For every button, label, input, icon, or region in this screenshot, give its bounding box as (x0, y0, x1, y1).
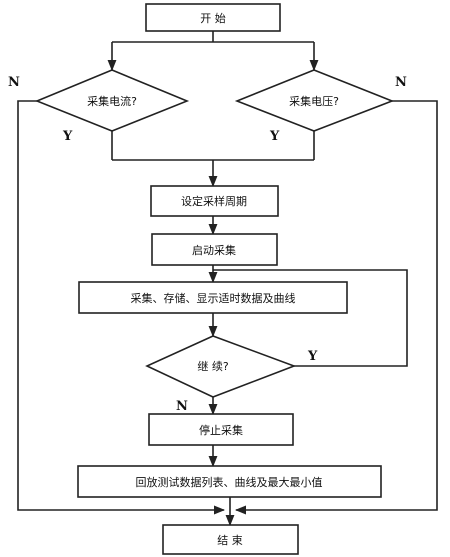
node-start: 开 始 (145, 3, 281, 32)
node-decision-current: 采集电流? (34, 69, 190, 132)
current-no-label: N (8, 75, 20, 90)
edge-voltage-no (234, 100, 438, 515)
set-period-label: 设定采样周期 (181, 194, 247, 208)
current-yes-label: Y (62, 129, 73, 144)
node-set-period: 设定采样周期 (150, 185, 279, 217)
decision-current-label: 采集电流? (87, 94, 137, 108)
playback-label: 回放测试数据列表、曲线及最大最小值 (136, 475, 323, 489)
node-decision-continue: 继 续? (145, 335, 297, 398)
voltage-yes-label: Y (269, 129, 280, 144)
flow-edges (17, 31, 438, 527)
continue-yes-label: Y (307, 349, 318, 364)
end-label: 结 束 (217, 534, 243, 547)
node-collect-store-display: 采集、存储、显示适时数据及曲线 (78, 281, 348, 314)
edge-current-no (17, 100, 226, 515)
stop-sampling-label: 停止采集 (199, 423, 243, 437)
collect-store-display-label: 采集、存储、显示适时数据及曲线 (131, 291, 296, 305)
decision-voltage-label: 采集电压? (289, 94, 339, 108)
node-start-sampling: 启动采集 (151, 233, 278, 266)
start-sampling-label: 启动采集 (192, 243, 236, 257)
node-stop-sampling: 停止采集 (148, 413, 294, 446)
node-playback: 回放测试数据列表、曲线及最大最小值 (77, 465, 382, 498)
continue-no-label: N (176, 399, 188, 414)
decision-continue-label: 继 续? (197, 359, 228, 373)
edge-continue-yes-loop (213, 269, 408, 367)
node-end: 结 束 (162, 524, 299, 555)
voltage-no-label: N (395, 75, 407, 90)
start-label: 开 始 (200, 11, 226, 25)
node-decision-voltage: 采集电压? (234, 69, 395, 132)
